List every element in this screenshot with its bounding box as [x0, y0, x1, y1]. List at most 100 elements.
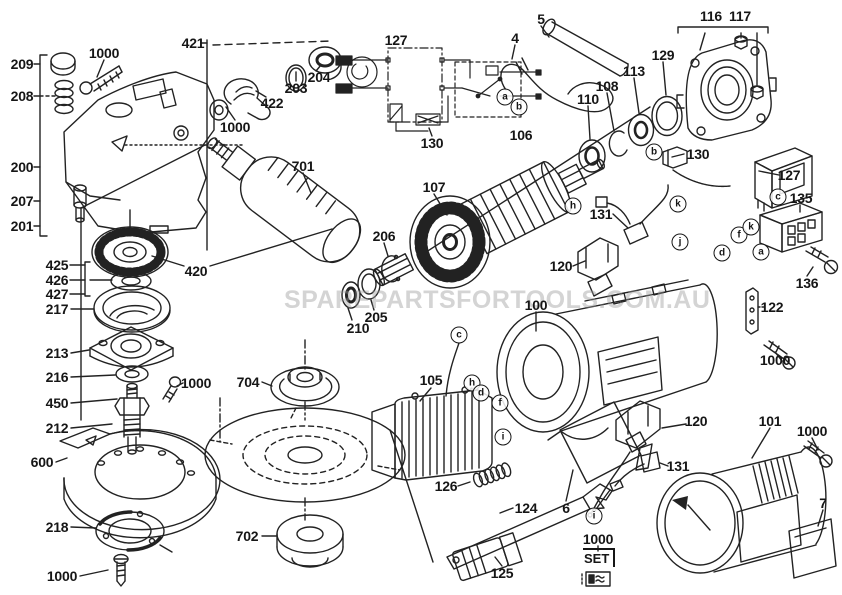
part-120-brush-holder-top — [577, 237, 619, 297]
part-label-422-8: 422 — [260, 95, 284, 111]
part-label-421-6: 421 — [181, 35, 205, 51]
part-208-spring — [54, 79, 74, 115]
set-kit-text: SET — [583, 548, 616, 567]
part-label-704-39: 704 — [236, 374, 260, 390]
part-label-200-3: 200 — [10, 159, 34, 175]
part-label-107-24: 107 — [422, 179, 446, 195]
part-label-208-1: 208 — [10, 88, 34, 104]
leader-lines — [55, 25, 824, 577]
part-label-113-20: 113 — [623, 63, 645, 79]
part-label-110-22: 110 — [577, 91, 599, 107]
callout-letter-a-14: a — [752, 243, 770, 261]
part-126-spring — [472, 462, 512, 488]
part-210-bearing — [341, 281, 361, 309]
part-207-plunger — [73, 184, 87, 223]
part-702-clamp-nut — [276, 514, 344, 568]
part-116-gear-case — [676, 39, 777, 141]
part-1000-screw-right-top — [803, 440, 833, 468]
part-lead-wire — [587, 431, 647, 518]
part-122-plate — [745, 287, 759, 335]
part-label-7-59: 7 — [819, 495, 827, 511]
callout-letter-f-6: f — [491, 394, 509, 412]
part-110-bearing — [578, 139, 606, 173]
callout-letter-h-2: h — [564, 197, 582, 215]
part-label-212-51: 212 — [45, 420, 69, 436]
part-label-127-13: 127 — [384, 32, 408, 48]
part-label-108-21: 108 — [595, 78, 619, 94]
part-209-button — [50, 52, 76, 76]
part-label-6-60: 6 — [562, 500, 570, 516]
part-113-bearing — [627, 113, 655, 147]
callout-letter-d-13: d — [713, 244, 731, 262]
part-label-420-12: 420 — [184, 263, 208, 279]
part-label-1000-40: 1000 — [180, 375, 212, 391]
part-425-crown-gear — [91, 209, 169, 278]
part-label-117-18: 117 — [729, 8, 751, 24]
part-label-100-30: 100 — [524, 297, 548, 313]
watermark-text: SPAREPARTSFORTOOLS.COM.AU — [284, 286, 711, 314]
callout-letter-c-15: c — [769, 188, 787, 206]
part-1000-screw-bottomleft — [113, 553, 129, 587]
part-217-bearing-plate — [93, 285, 171, 333]
callout-letter-j-10: j — [671, 233, 689, 251]
part-label-105-34: 105 — [419, 372, 443, 388]
part-212-spindle — [114, 382, 150, 455]
callout-letter-b-1: b — [510, 98, 528, 116]
part-label-135-28: 135 — [789, 190, 813, 206]
part-1000-screw-midleft — [162, 376, 182, 403]
part-label-1000-54: 1000 — [46, 568, 78, 584]
part-label-205-42: 205 — [364, 309, 388, 325]
part-label-1000-2: 1000 — [88, 45, 120, 61]
part-label-427-46: 427 — [45, 286, 69, 302]
part-label-4-15: 4 — [511, 30, 519, 46]
callout-letter-i-7: i — [494, 428, 512, 446]
part-704-flange — [270, 366, 340, 407]
part-125-brush-cap — [452, 532, 523, 582]
part-131-brush-top — [595, 184, 669, 245]
part-218-clamp-ring — [95, 510, 173, 553]
part-label-217-47: 217 — [45, 301, 69, 317]
part-label-126-35: 126 — [434, 478, 458, 494]
part-label-218-53: 218 — [45, 519, 69, 535]
part-135-switch — [759, 202, 823, 253]
part-130-actuator — [662, 146, 731, 188]
part-label-122-31: 122 — [760, 299, 784, 315]
part-1000-screw-topleft — [79, 65, 123, 95]
set-kit-icon — [581, 571, 611, 587]
part-6-gasket — [559, 401, 642, 484]
part-label-106-23: 106 — [509, 127, 533, 143]
callout-letter-c-3: c — [450, 326, 468, 344]
part-label-1000-58: 1000 — [796, 423, 828, 439]
part-label-1000-7: 1000 — [219, 119, 251, 135]
part-label-1000-61: 1000 — [582, 531, 614, 547]
part-label-702-38: 702 — [235, 528, 259, 544]
part-label-1000-33: 1000 — [759, 352, 791, 368]
part-label-206-43: 206 — [372, 228, 396, 244]
part-label-131-25: 131 — [589, 206, 613, 222]
part-label-129-19: 129 — [651, 47, 675, 63]
part-label-136-32: 136 — [795, 275, 819, 291]
part-107-armature — [372, 158, 606, 289]
part-label-130-26: 130 — [686, 146, 710, 162]
part-600-wheel-guard — [59, 427, 221, 539]
part-label-124-36: 124 — [514, 500, 538, 516]
part-label-701-11: 701 — [291, 158, 315, 174]
part-label-213-48: 213 — [45, 345, 69, 361]
part-105-stator — [371, 342, 493, 481]
part-label-209-0: 209 — [10, 56, 34, 72]
part-label-5-16: 5 — [537, 11, 545, 27]
part-7-label-plate — [788, 518, 837, 579]
part-108-retainer — [608, 130, 628, 157]
callout-letter-b-8: b — [645, 143, 663, 161]
part-5-power-cord — [542, 18, 629, 77]
part-120-brush-holder-bottom — [615, 400, 661, 471]
part-label-600-52: 600 — [30, 454, 54, 470]
part-label-450-50: 450 — [45, 395, 69, 411]
part-label-201-5: 201 — [10, 218, 34, 234]
part-426-washer — [110, 271, 152, 291]
callout-letter-k-12: k — [742, 218, 760, 236]
part-label-101-57: 101 — [758, 413, 782, 429]
part-label-120-55: 120 — [684, 413, 708, 429]
part-label-210-41: 210 — [346, 320, 370, 336]
